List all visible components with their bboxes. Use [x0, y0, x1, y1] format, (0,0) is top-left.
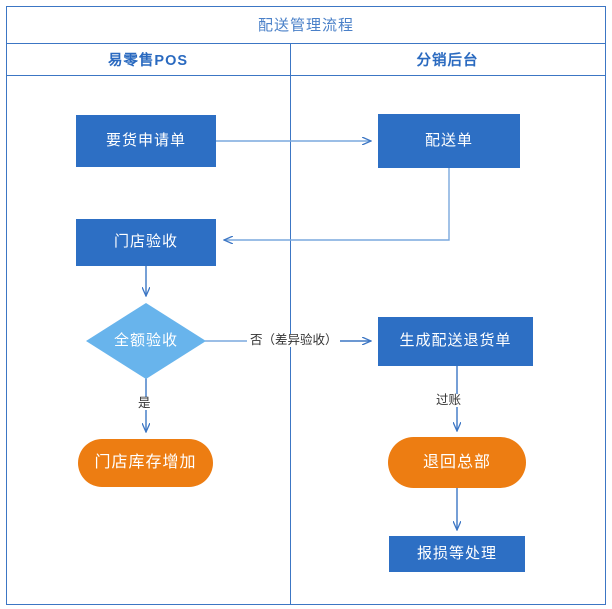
lane-header-pos: 易零售POS — [107, 53, 189, 69]
node-full-acceptance-label: 全额验收 — [113, 331, 178, 349]
node-request-order-label: 要货申请单 — [105, 131, 186, 149]
node-store-receive-label: 门店验收 — [113, 233, 178, 251]
node-store-stock-increase[interactable]: 门店库存增加 — [78, 439, 213, 487]
node-return-to-hq[interactable]: 退回总部 — [388, 437, 526, 488]
node-store-receive[interactable]: 门店验收 — [76, 219, 216, 266]
node-return-to-hq-label: 退回总部 — [422, 453, 491, 471]
diagram-title: 配送管理流程 — [257, 17, 354, 34]
node-loss-report-handling[interactable]: 报损等处理 — [389, 536, 525, 572]
node-create-return-order[interactable]: 生成配送退货单 — [378, 317, 533, 366]
node-request-order[interactable]: 要货申请单 — [76, 115, 216, 167]
swimlane-frame — [6, 6, 606, 605]
node-full-acceptance-decision[interactable]: 全额验收 — [86, 303, 206, 379]
node-loss-report-handling-label: 报损等处理 — [416, 544, 497, 562]
lane-header-row: 易零售POS 分销后台 — [6, 44, 606, 76]
node-delivery-order[interactable]: 配送单 — [378, 114, 520, 168]
lane-divider — [290, 44, 291, 605]
edge-label-no-diff-check: 否（差异验收） — [248, 333, 340, 347]
diagram-title-row: 配送管理流程 — [6, 6, 606, 44]
node-delivery-order-label: 配送单 — [424, 131, 473, 149]
edge-label-post: 过账 — [434, 393, 464, 407]
lane-header-backend: 分销后台 — [416, 53, 479, 69]
edge-label-yes: 是 — [136, 396, 153, 410]
node-store-stock-increase-label: 门店库存增加 — [94, 454, 197, 472]
node-create-return-order-label: 生成配送退货单 — [399, 332, 512, 350]
